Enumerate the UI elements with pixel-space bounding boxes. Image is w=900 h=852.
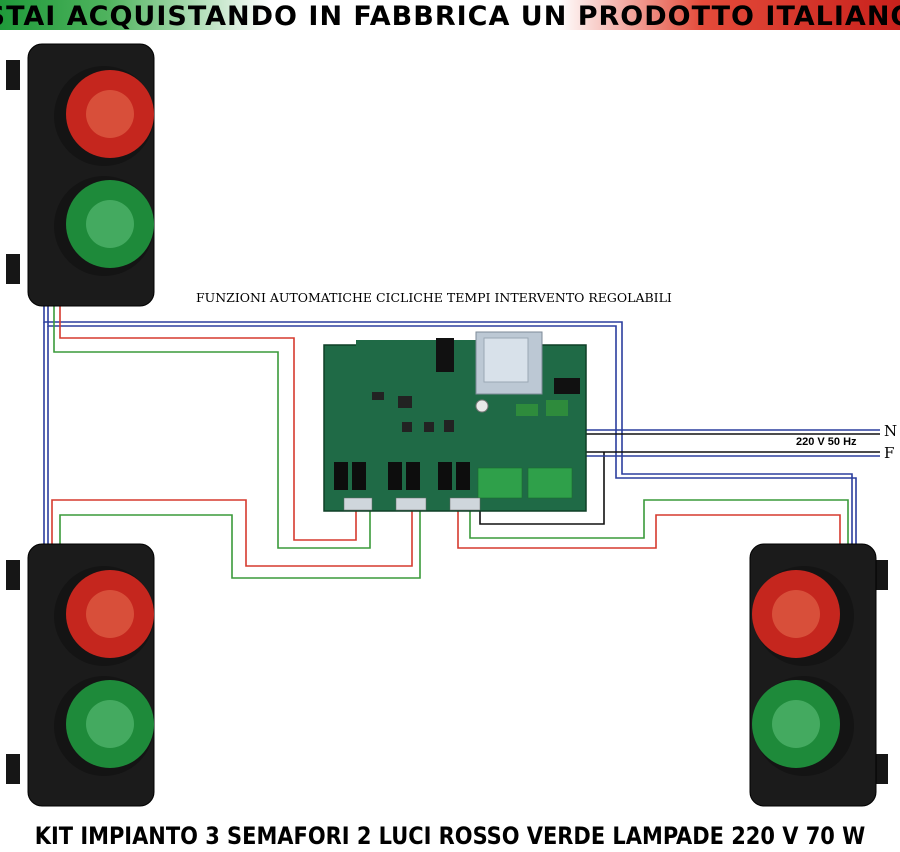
controller-board <box>323 331 587 512</box>
wire-red-tl <box>59 305 357 541</box>
wire-power-n-blue <box>561 418 880 431</box>
wire-blue-main-2 <box>47 300 857 545</box>
wire-blue-main <box>43 300 853 545</box>
wire-black-common <box>479 452 605 525</box>
traffic-light-bottom-left <box>6 543 155 807</box>
product-title: KIT IMPIANTO 3 SEMAFORI 2 LUCI ROSSO VER… <box>34 822 866 850</box>
wire-green-br <box>469 499 849 545</box>
power-supply-label: 220 V 50 Hz <box>796 436 857 448</box>
wire-power-n-black <box>555 418 880 435</box>
diagram-caption: FUNZIONI AUTOMATICHE CICLICHE TEMPI INTE… <box>196 290 672 305</box>
wire-green-tl <box>53 305 371 549</box>
neutral-terminal-label: N <box>884 422 898 440</box>
wire-green-bl <box>59 505 421 579</box>
wire-red-br <box>457 505 841 549</box>
wire-red-bl <box>51 499 413 567</box>
traffic-light-top-left <box>6 43 155 307</box>
header-title: STAI ACQUISTANDO IN FABBRICA UN PRODOTTO… <box>0 0 900 32</box>
traffic-light-bottom-right <box>749 543 888 807</box>
italian-flag-banner <box>0 0 900 30</box>
phase-terminal-label: F <box>884 444 895 462</box>
